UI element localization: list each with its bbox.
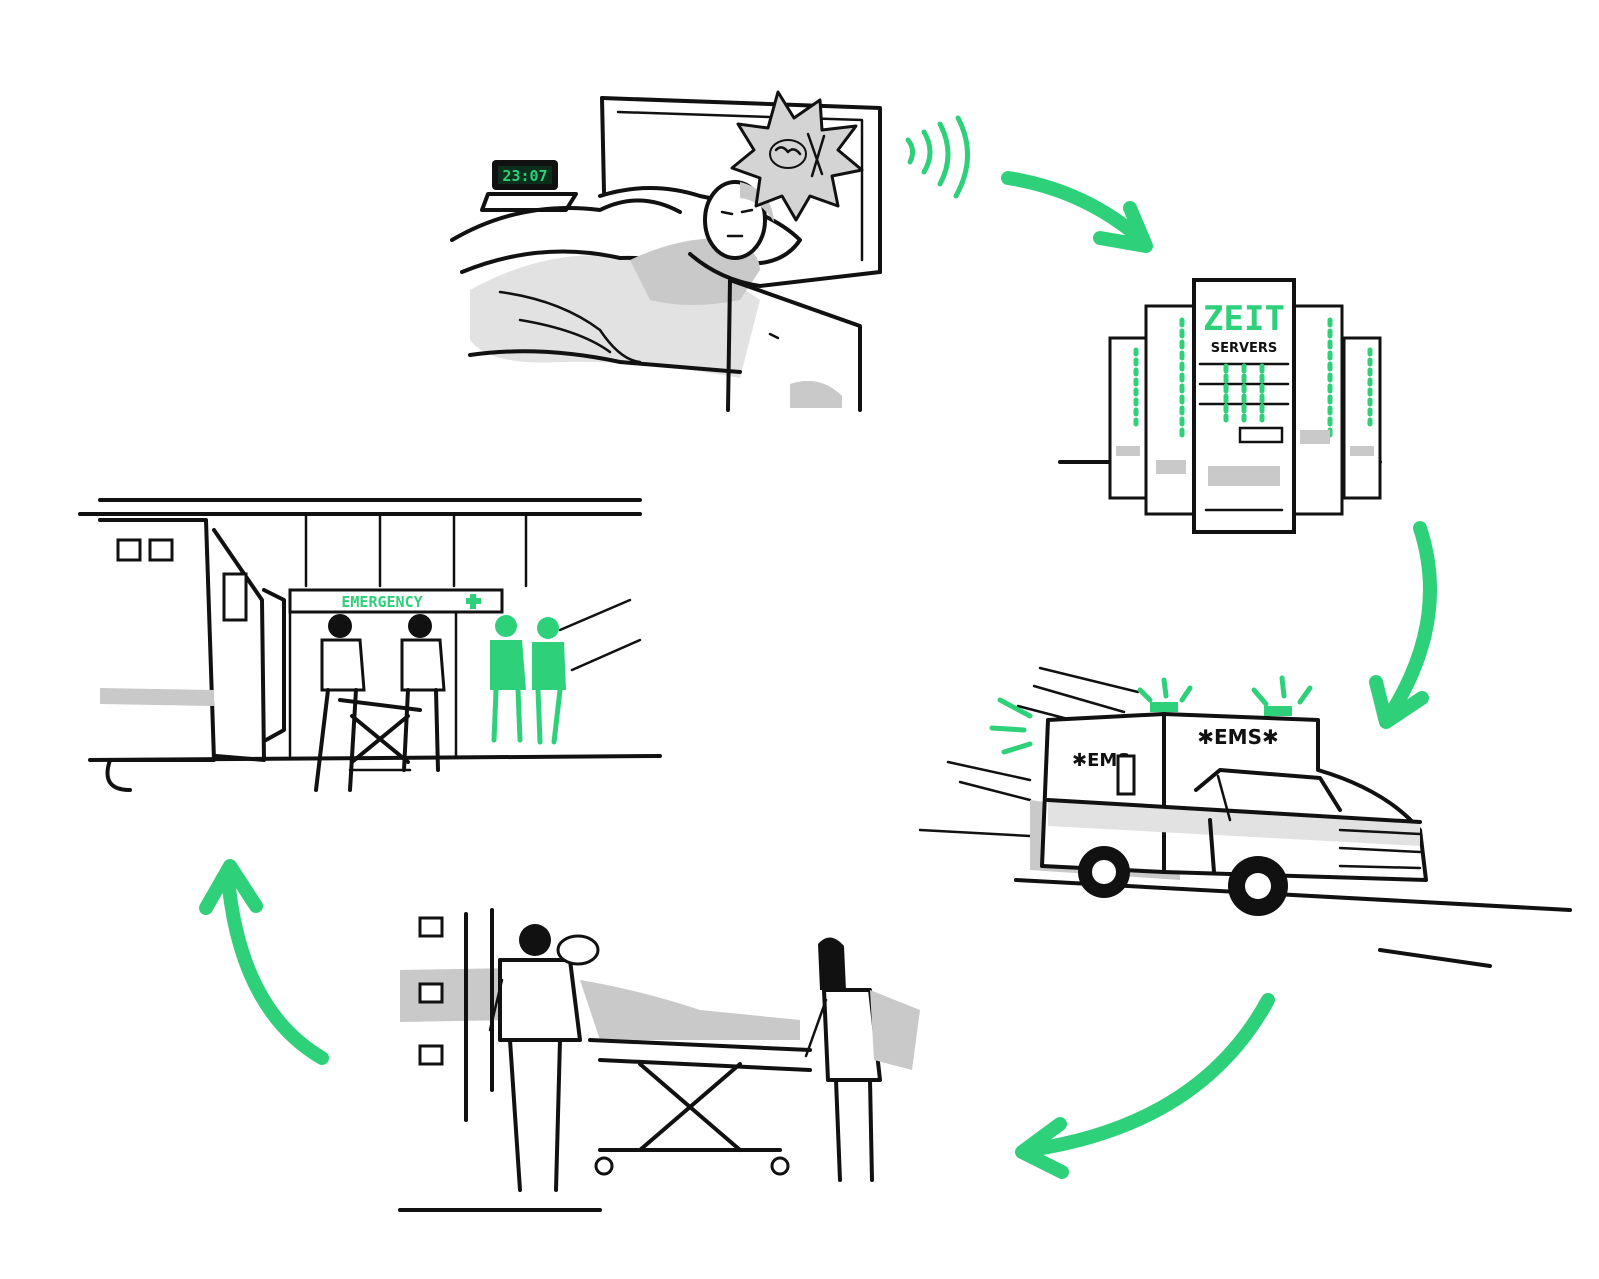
ambulance-side-label: ✱EMS [1072,750,1130,771]
emergency-lights-icon [989,675,1313,755]
emergency-sign-label: EMERGENCY [341,593,422,611]
arrow-stretcher-to-hospital [199,859,329,1065]
arrow-bed-to-servers [1001,171,1153,253]
brain-stroke-burst-icon [730,90,864,222]
paramedic-right [804,937,920,1182]
paramedic-left [488,924,582,1192]
server-tower-main: ZEIT SERVERS [1192,278,1296,534]
stretcher-scene [398,908,920,1212]
arrow-servers-to-ambulance [1369,521,1437,729]
ambulance-wheels [1078,846,1288,916]
parked-ambulance [98,518,286,762]
server-subtitle: SERVERS [1211,341,1278,356]
server-tower-outer-left [1108,336,1148,500]
clock-time: 23:07 [502,167,547,185]
hospital-scene: EMERGENCY [78,498,662,792]
server-tower-left [1144,304,1196,516]
server-tower-outer-right [1342,336,1382,500]
servers-scene: ZEIT SERVERS [1058,278,1382,534]
server-tower-right [1292,304,1344,516]
bedroom-scene: 23:07 [450,90,970,412]
ambulance-front-label: ✱EMS✱ [1197,725,1278,749]
emergency-sign: EMERGENCY [288,588,504,614]
sleeping-person [630,180,882,305]
flow-arrows [199,171,1437,1179]
signal-waves-icon [905,115,970,199]
medical-cross-icon [466,594,481,609]
arrow-ambulance-to-stretcher [1015,993,1275,1179]
ambulance-scene: ✱EMS ✱EMS✱ [918,666,1572,968]
patient-stretcher [556,934,812,1176]
alarm-clock-icon: 23:07 [492,160,558,190]
nurses-green [490,615,566,745]
server-title: ZEIT [1203,299,1285,339]
staff-with-stretcher [314,614,446,792]
